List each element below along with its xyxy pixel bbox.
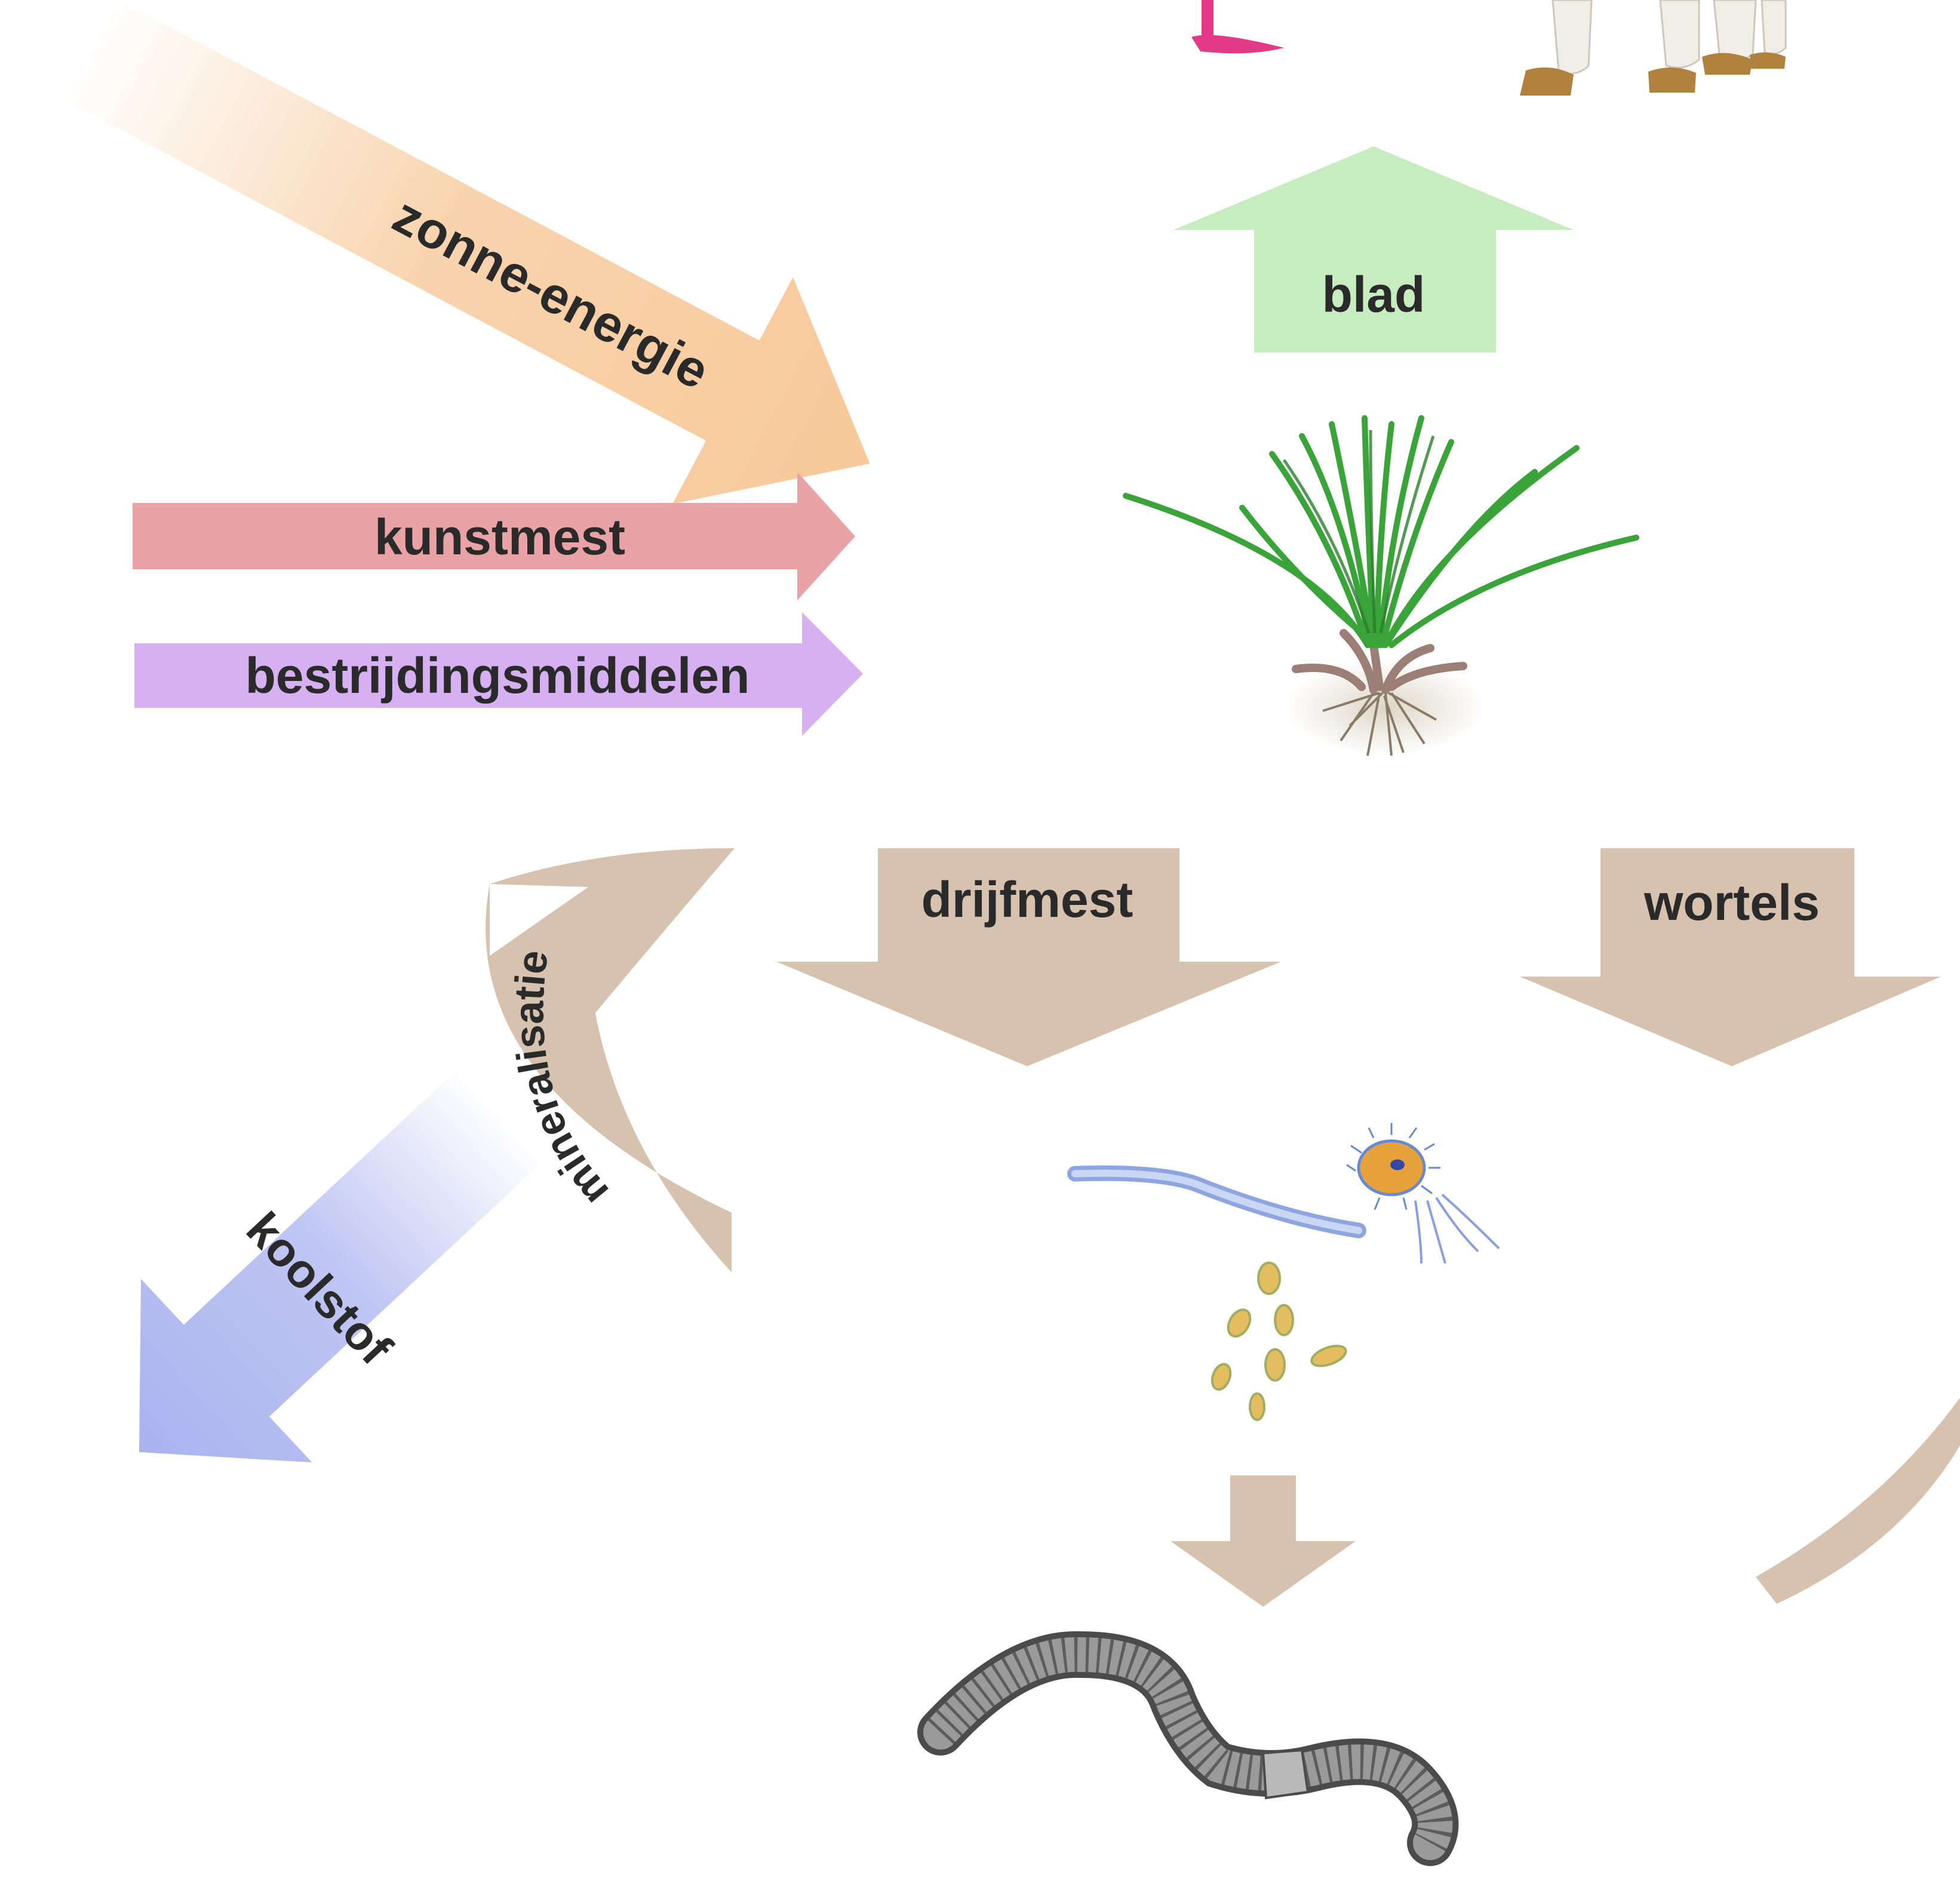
- slurry-arrow: drijfmest: [776, 848, 1281, 1066]
- earthworm-icon: [917, 1631, 1459, 1866]
- leaf-label: blad: [1322, 266, 1426, 323]
- soil-particles-icon: [1211, 1262, 1347, 1421]
- pesticides-arrow: bestrijdingsmiddelen: [134, 612, 863, 736]
- slurry-label: drijfmest: [921, 872, 1133, 928]
- pesticides-label: bestrijdingsmiddelen: [245, 648, 750, 704]
- return-flow-arrow: [1756, 1398, 1960, 1604]
- soil-microbes-icon: [1067, 1123, 1500, 1264]
- grass-plant-icon: [1123, 415, 1639, 756]
- solar-energy-arrow: zonne-energie: [60, 0, 870, 504]
- small-down-arrow: [1171, 1475, 1356, 1607]
- flamingo-leg-icon: [1191, 0, 1284, 54]
- fertilizer-label: kunstmest: [374, 509, 625, 565]
- carbon-arrow: koolstof: [139, 1068, 545, 1463]
- roots-arrow: wortels: [1520, 848, 1941, 1066]
- fertilizer-arrow: kunstmest: [133, 472, 855, 600]
- leaf-arrow: blad: [1173, 146, 1574, 352]
- livestock-legs-icon: [1520, 0, 1787, 96]
- animal-legs-illustration: [1191, 0, 1787, 96]
- roots-label: wortels: [1643, 874, 1820, 931]
- mineralization-arrow: mineralisatie: [486, 848, 735, 1272]
